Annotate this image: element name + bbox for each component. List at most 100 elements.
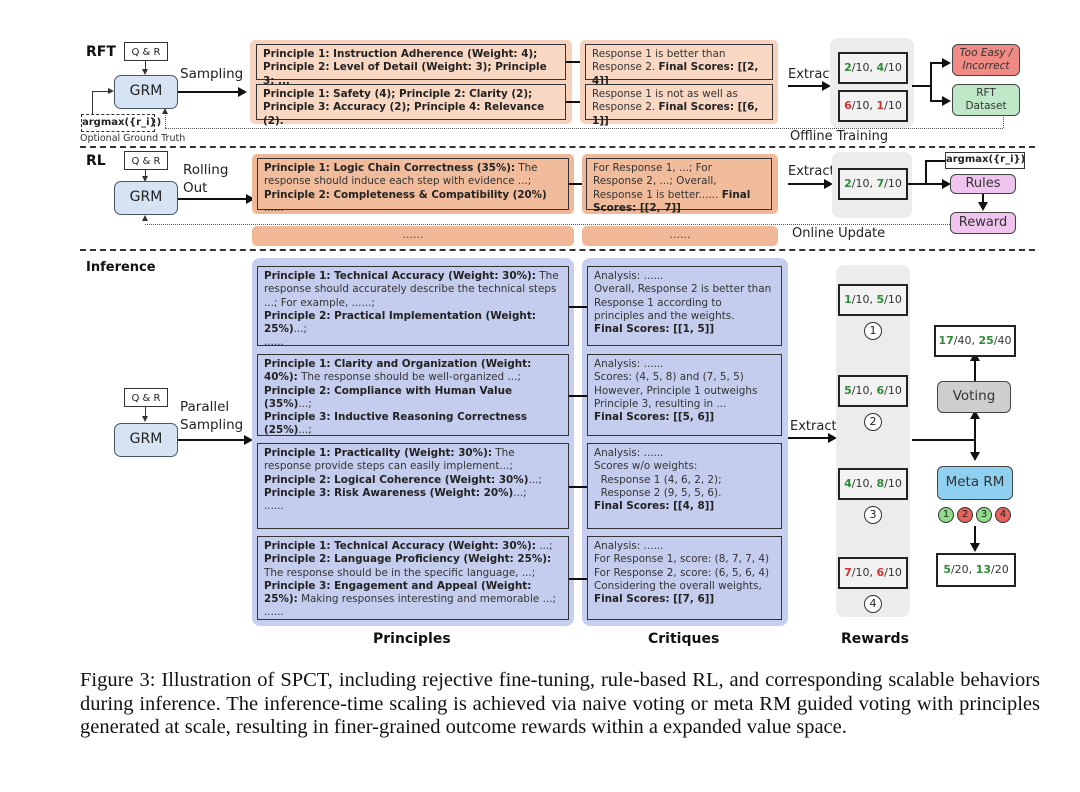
rl-score-sep: , (869, 177, 877, 190)
inference-critique-box: Analysis: ......Overall, Response 2 is b… (587, 266, 782, 346)
rl-grm-box: GRM (114, 181, 178, 215)
rft-score-2-denom-b: /10 (884, 99, 902, 112)
rules-box: Rules (950, 174, 1016, 194)
critique-line: Analysis: ...... (594, 540, 664, 552)
critique-line: Considering the overall weights, (594, 579, 762, 592)
rft-score-1-b: 4 (876, 61, 885, 74)
rl-argmax-hline (925, 160, 945, 162)
rft-dataset-box: RFT Dataset (952, 84, 1020, 116)
rft-principle-2-line2: Principle 3: Accuracy (2); Principle 4: … (263, 101, 545, 127)
meta-rm-keep-badge: 1 (938, 507, 954, 523)
reward-sep: , (869, 566, 877, 579)
rft-score-1-a: 2 (844, 61, 852, 74)
rft-extract-line (788, 85, 824, 87)
rft-principle-2-line1: Principle 1: Safety (4); Principle 2: Cl… (263, 88, 533, 100)
rft-score-2-denom-a: /10 (851, 99, 870, 112)
principle-line: Principle 1: Practicality (Weight: 30%):… (264, 447, 562, 474)
critique-line: Analysis: ...... (594, 447, 664, 459)
principle-title: Principle 2: Language Proficiency (Weigh… (264, 553, 552, 566)
critique-line: However, Principle 1 outweighs Principle… (594, 384, 758, 410)
reward-b: 6 (876, 566, 885, 579)
rl-section-label: RL (86, 153, 106, 169)
reward-b: 6 (876, 384, 885, 397)
rft-qr-box: Q & R (124, 42, 168, 61)
principle-desc: ...; (535, 540, 553, 552)
critique-line: Analysis: ...... (594, 358, 664, 370)
section-divider-2 (80, 249, 1035, 251)
meta-result-a: 5 (943, 563, 951, 576)
reward-denom: /10 (884, 293, 902, 306)
inference-extract-label: Extract (790, 419, 837, 434)
rft-dataset-line1: RFT (976, 87, 996, 99)
principle-critique-connector (569, 486, 587, 488)
principle-line: Principle 3: Risk Awareness (Weight: 20%… (264, 487, 562, 500)
principle-desc: ...... (264, 500, 284, 513)
rl-more-critiques (582, 226, 778, 246)
critique-final-scores: Final Scores: [[5, 6]] (594, 411, 715, 424)
principle-line: Principle 3: Engagement and Appeal (Weig… (264, 580, 562, 620)
principle-title: Principle 2: Practical Implementation (W… (264, 309, 536, 336)
principle-desc: The response provide steps can easily im… (264, 447, 515, 473)
principle-line: Principle 3: Inductive Reasoning Correct… (264, 411, 562, 438)
principles-column-title: Principles (373, 631, 451, 647)
rft-extract-arrow (822, 81, 831, 91)
reward-index-badge: 3 (864, 506, 882, 524)
rft-feedback-arrow (108, 88, 114, 94)
meta-rm-box: Meta RM (937, 466, 1013, 500)
rft-dataset-line2: Dataset (965, 100, 1007, 112)
rft-critique-1-line2: Response 2. (592, 61, 659, 74)
rl-score-a: 2 (844, 177, 852, 190)
rl-critique-box: For Response 1, ...; For Response 2, ...… (586, 158, 772, 214)
rft-arrow-bad (942, 58, 951, 68)
reward-b: 5 (876, 293, 885, 306)
rewards-out-line (912, 439, 976, 441)
rl-argmax-vline (925, 160, 927, 184)
rft-branch-top (930, 62, 944, 64)
inference-qr-connector (145, 407, 147, 417)
rft-critique-1-final: Final Scores: [[2, 4]] (592, 61, 759, 87)
reward-denom: /10 (884, 477, 902, 490)
reward-b: 8 (876, 477, 885, 490)
rft-score-box-2: 6/10, 1/10 (838, 90, 908, 122)
critique-final-scores: Final Scores: [[4, 8]] (594, 500, 715, 513)
inference-sampling-arrow (244, 435, 253, 445)
rft-offline-up-line (165, 110, 166, 128)
reward-a: 5 (844, 384, 852, 397)
rft-section-label: RFT (86, 44, 116, 60)
rft-offline-up-from-dataset (1003, 115, 1004, 128)
inference-sampling-line (178, 439, 246, 441)
rl-critique-text: For Response 1, ...; For Response 2, ...… (593, 162, 722, 201)
reward-denom: /10 (851, 477, 870, 490)
too-easy-incorrect-box: Too Easy / Incorrect (952, 44, 1020, 76)
principle-line: Principle 2: Compliance with Human Value… (264, 385, 562, 412)
principle-desc: ...; (298, 397, 312, 410)
rules-reward-line (982, 194, 984, 204)
critique-line: For Response 1, score: (8, 7, 7, 4) (594, 553, 770, 566)
principle-critique-connector (569, 306, 587, 308)
rft-score-2-b: 1 (876, 99, 885, 112)
principle-title: Principle 1: Practicality (Weight: 30%): (264, 447, 492, 459)
section-divider-1 (80, 146, 1035, 148)
reward-score-box: 7/10, 6/10 (838, 557, 908, 589)
principle-desc: ...... (264, 336, 284, 349)
rft-flow-label: Sampling (180, 66, 244, 82)
rl-score-denom-b: /10 (884, 177, 902, 190)
voting-result-box: 17/40, 25/40 (934, 325, 1016, 357)
inference-principle-box: Principle 1: Practicality (Weight: 30%):… (257, 443, 569, 529)
principle-title: Principle 1: Technical Accuracy (Weight:… (264, 270, 536, 282)
reward-score-box: 5/10, 6/10 (838, 375, 908, 407)
principle-line: ...... (264, 500, 562, 513)
inference-critique-box: Analysis: ......For Response 1, score: (… (587, 536, 782, 620)
principle-line: Principle 1: Clarity and Organization (W… (264, 358, 562, 385)
rft-score-2-a: 6 (844, 99, 852, 112)
critique-line: Scores: (4, 5, 8) and (7, 5, 5) (594, 371, 744, 384)
rl-rules-arrow (942, 179, 951, 189)
inference-critique-box: Analysis: ......Scores w/o weights: Resp… (587, 443, 782, 529)
voting-result-denom-b: /40 (993, 334, 1012, 347)
critique-line: For Response 2, score: (6, 5, 6, 4) (594, 566, 770, 579)
reward-a: 4 (844, 477, 852, 490)
figure-caption: Figure 3: Illustration of SPCT, includin… (80, 669, 1040, 738)
critique-line: Overall, Response 2 is better than Respo… (594, 283, 772, 322)
rft-critique-2-line1: Response 1 is not as well as (592, 88, 738, 100)
rft-ground-truth-label: Optional Ground Truth (80, 133, 186, 144)
